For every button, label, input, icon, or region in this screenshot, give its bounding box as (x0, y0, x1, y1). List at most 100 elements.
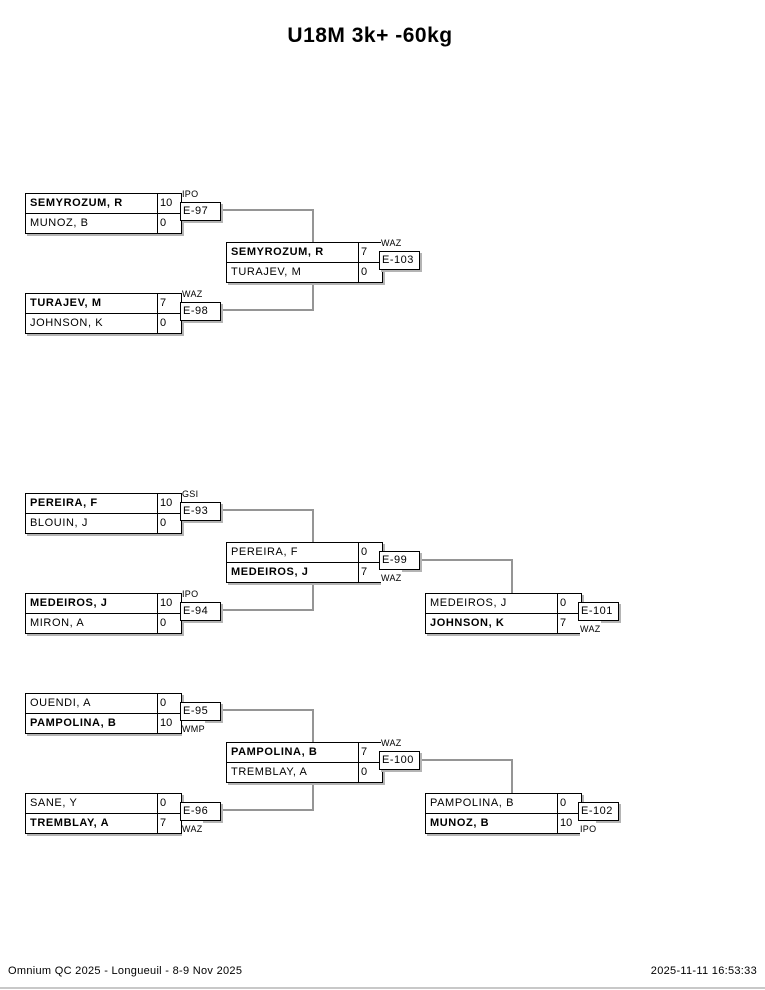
match-code: E-97 (183, 205, 209, 217)
player-name: SEMYROZUM, R (26, 194, 158, 213)
player-name: PEREIRA, F (26, 494, 158, 513)
player-row: JOHNSON, K 0 (26, 314, 181, 333)
player-name: SEMYROZUM, R (227, 243, 359, 262)
match-pair-box: PEREIRA, F 10 BLOUIN, J 0 (25, 493, 182, 534)
result-type-label: WAZ (381, 235, 402, 251)
match-code: E-103 (382, 254, 414, 266)
page-title: U18M 3k+ -60kg (287, 24, 453, 47)
bracket-connector (413, 559, 513, 561)
player-row: MEDEIROS, J 10 (26, 594, 181, 614)
player-name: MUNOZ, B (426, 814, 558, 833)
player-row: PEREIRA, F 0 (227, 543, 382, 563)
match-pair-box: MEDEIROS, J 0 JOHNSON, K 7 (425, 593, 582, 634)
bracket-connector (511, 759, 513, 795)
player-score: 10 (560, 817, 573, 829)
match-code: E-100 (382, 754, 414, 766)
player-row: TURAJEV, M 0 (227, 263, 382, 282)
match-pair-box: PAMPOLINA, B 0 MUNOZ, B 10 (425, 793, 582, 834)
player-name: MUNOZ, B (26, 214, 158, 233)
player-score: 7 (560, 617, 567, 629)
player-score: 0 (361, 766, 368, 778)
bracket-connector (214, 509, 314, 511)
match-code: E-102 (581, 805, 613, 817)
player-name: PAMPOLINA, B (26, 714, 158, 733)
result-type-label: WAZ (381, 570, 402, 586)
player-name: MEDEIROS, J (227, 563, 359, 582)
bracket-connector (214, 609, 314, 611)
player-row: SEMYROZUM, R 10 (26, 194, 181, 214)
match-code: E-98 (183, 305, 209, 317)
match-code-box: WAZ E-96 (180, 802, 221, 837)
player-score: 10 (160, 197, 173, 209)
bracket-connector (214, 809, 314, 811)
player-row: TURAJEV, M 7 (26, 294, 181, 314)
match-pair-box: PEREIRA, F 0 MEDEIROS, J 7 (226, 542, 383, 583)
bracket-connector (413, 759, 513, 761)
match-code-box: GSI E-93 (180, 486, 221, 521)
match-code-box: WAZ E-99 (379, 551, 420, 586)
bracket-connector (214, 309, 314, 311)
page-bottom-rule (0, 987, 765, 989)
player-score: 10 (160, 717, 173, 729)
footer-event-info: Omnium QC 2025 - Longueuil - 8-9 Nov 202… (8, 965, 243, 977)
player-name: MIRON, A (26, 614, 158, 633)
player-row: OUENDI, A 0 (26, 694, 181, 714)
player-score: 0 (160, 697, 167, 709)
result-type-label: GSI (182, 486, 199, 502)
player-score: 0 (160, 617, 167, 629)
player-score: 7 (361, 246, 368, 258)
player-row: PAMPOLINA, B 7 (227, 743, 382, 763)
result-type-label: IPO (182, 586, 199, 602)
player-score: 10 (160, 597, 173, 609)
player-name: BLOUIN, J (26, 514, 158, 533)
player-score: 7 (361, 746, 368, 758)
player-row: TREMBLAY, A 0 (227, 763, 382, 782)
player-row: JOHNSON, K 7 (426, 614, 581, 633)
match-code: E-94 (183, 605, 209, 617)
match-code-box: IPO E-97 (180, 186, 221, 221)
player-name: MEDEIROS, J (26, 594, 158, 613)
player-name: PAMPOLINA, B (227, 743, 359, 762)
result-type-label: IPO (580, 821, 597, 837)
match-code-box: WAZ E-100 (379, 735, 420, 770)
match-pair-box: OUENDI, A 0 PAMPOLINA, B 10 (25, 693, 182, 734)
match-code-box: WAZ E-101 (578, 602, 619, 637)
result-type-label: WMP (182, 721, 205, 737)
player-score: 0 (160, 317, 167, 329)
player-row: PEREIRA, F 10 (26, 494, 181, 514)
match-code-box: WAZ E-103 (379, 235, 420, 270)
match-code-box: IPO E-102 (578, 802, 619, 837)
match-pair-box: MEDEIROS, J 10 MIRON, A 0 (25, 593, 182, 634)
match-code: E-99 (382, 554, 408, 566)
result-type-label: WAZ (182, 821, 203, 837)
match-pair-box: SEMYROZUM, R 7 TURAJEV, M 0 (226, 242, 383, 283)
player-score: 0 (160, 517, 167, 529)
player-row: SEMYROZUM, R 7 (227, 243, 382, 263)
match-pair-box: SEMYROZUM, R 10 MUNOZ, B 0 (25, 193, 182, 234)
match-pair-box: TURAJEV, M 7 JOHNSON, K 0 (25, 293, 182, 334)
match-code-box: WAZ E-98 (180, 286, 221, 321)
match-pair-box: PAMPOLINA, B 7 TREMBLAY, A 0 (226, 742, 383, 783)
match-code: E-93 (183, 505, 209, 517)
player-score: 7 (361, 566, 368, 578)
footer-timestamp: 2025-11-11 16:53:33 (650, 965, 757, 977)
player-row: TREMBLAY, A 7 (26, 814, 181, 833)
result-type-label: WAZ (580, 621, 601, 637)
player-name: SANE, Y (26, 794, 158, 813)
player-row: MUNOZ, B 10 (426, 814, 581, 833)
bracket-connector (312, 782, 314, 811)
bracket-connector (312, 582, 314, 611)
bracket-connector (312, 709, 314, 744)
player-row: SANE, Y 0 (26, 794, 181, 814)
player-score: 0 (160, 217, 167, 229)
bracket-connector (511, 559, 513, 595)
player-row: PAMPOLINA, B 10 (26, 714, 181, 733)
bracket-connector (312, 209, 314, 244)
player-score: 0 (560, 597, 567, 609)
player-score: 0 (160, 797, 167, 809)
player-score: 7 (160, 817, 167, 829)
player-name: MEDEIROS, J (426, 594, 558, 613)
player-name: OUENDI, A (26, 694, 158, 713)
bracket-connector (312, 509, 314, 544)
